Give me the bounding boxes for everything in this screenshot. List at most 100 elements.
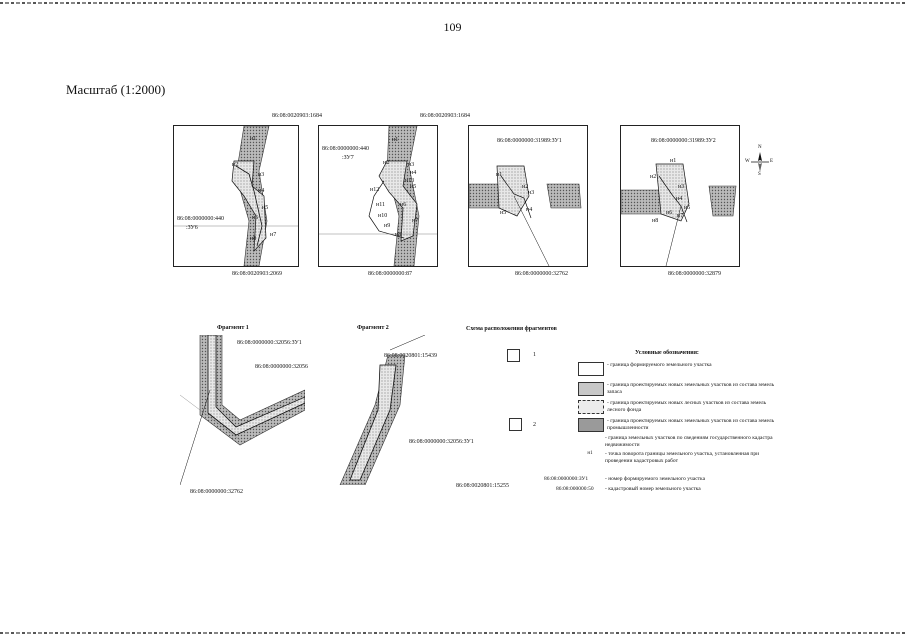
legend: - граница формируемого земельного участк… (578, 362, 778, 467)
map-4-point-label: н6 (666, 210, 673, 216)
legend-text: - граница проектируемых новых земельных … (607, 382, 775, 395)
legend-text: - точка поворота границы земельного учас… (605, 451, 760, 464)
scheme-title: Схема расположения фрагментов (466, 326, 557, 332)
legend-symbol (578, 382, 604, 396)
map-2-point-label: н13 (405, 178, 415, 184)
legend-title: Условные обозначения: (635, 350, 699, 356)
map-2-point-label: н9 (384, 223, 391, 229)
map-2-point-label: н7 (412, 218, 419, 224)
map-1-point-label: н4 (258, 188, 265, 194)
legend-item: - граница земельных участков по сведения… (578, 435, 778, 448)
map-4-point-label: н7 (677, 213, 684, 219)
map-4-point-label: н2 (650, 174, 657, 180)
map-4-drawing (621, 163, 737, 266)
map-3-point-label: н5 (500, 210, 507, 216)
compass-w: W (745, 159, 750, 164)
fragment-2-label-3: 86:08:0020801:15255 (456, 483, 510, 489)
legend-key-point: н1 (587, 451, 593, 456)
scan-edge-bottom (0, 632, 905, 634)
map-2-point-label: н4 (410, 170, 417, 176)
fragment-2-label-2: 86:08:0000000:32056:ЗУ1 (409, 439, 474, 445)
map-4-point-label: н4 (676, 196, 683, 202)
map-3-drawing (469, 165, 582, 266)
fragment-2-label-1: 86:08:0020801:15439 (384, 353, 438, 359)
map-2-label-1: 86:08:0020903:1684 (420, 113, 471, 119)
legend-text: - граница формируемого земельного участк… (607, 362, 712, 368)
legend-item: - граница проектируемых новых земельных … (578, 418, 778, 432)
legend-symbol (578, 418, 604, 432)
map-3-point-label: н1 (496, 172, 503, 178)
map-4 (620, 125, 740, 267)
fragment-1-drawing (179, 334, 306, 486)
map-1-point-label: н6 (252, 215, 259, 221)
map-2-point-label: н6 (400, 202, 407, 208)
legend-key-cad: 86:08:000000:50 (556, 486, 594, 492)
legend-text: - граница земельных участков по сведения… (605, 435, 773, 448)
map-4-point-label: н1 (670, 158, 677, 164)
fragment-1-title: Фрагмент 1 (217, 325, 249, 331)
page-number: 109 (443, 20, 462, 34)
map-3-label-1: 86:08:0000000:31989:ЗУ1 (497, 138, 562, 144)
map-2-drawing (319, 126, 437, 266)
map-2-label-2: 86:08:0000000:440 (322, 146, 370, 152)
map-2-point-label: н8 (395, 232, 402, 238)
scheme-box-2 (509, 418, 522, 431)
map-3 (468, 125, 588, 267)
map-2-label-4: 86:08:0000000:87 (368, 271, 413, 277)
map-3-label-2: 86:08:0000000:32762 (515, 271, 569, 277)
map-1-point-label: н7 (270, 232, 277, 238)
compass-rose-icon: N S W E (745, 145, 774, 177)
map-4-label-2: 86:08:0000000:32879 (668, 271, 722, 277)
legend-text: - кадастровый номер земельного участка (605, 486, 701, 492)
map-2 (318, 125, 438, 267)
legend-item: - граница формируемого земельного участк… (578, 362, 778, 376)
map-1-label-1: 86:08:0020903:1684 (272, 113, 323, 119)
compass-e: E (770, 159, 774, 164)
map-1-point-label: н5 (262, 205, 269, 211)
map-1-point-label: н2 (232, 162, 239, 168)
map-4-point-label: н3 (678, 184, 685, 190)
legend-text: - граница проектируемых новых земельных … (607, 418, 775, 431)
fragment-2-title: Фрагмент 2 (357, 325, 389, 331)
map-3-point-label: н2 (522, 184, 529, 190)
map-1-label-3: :ЗУ6 (186, 225, 198, 231)
legend-item: - граница проектируемых новых лесных уча… (578, 400, 778, 414)
legend-symbol (578, 435, 602, 445)
compass-s: S (758, 172, 761, 177)
map-2-point-label: н12 (370, 187, 380, 193)
map-3-point-label: н4 (526, 207, 533, 213)
fragment-2 (330, 334, 440, 486)
fragment-1-label-2: 86:08:0000000:32056 (255, 364, 309, 370)
map-2-point-label: н3 (408, 162, 415, 168)
legend-item: - граница проектируемых новых земельных … (578, 382, 778, 396)
map-1-drawing (174, 126, 298, 266)
map-4-point-label: н5 (684, 205, 691, 211)
map-4-point-label: н8 (652, 218, 659, 224)
legend-key-zu: 86:08:0000000:ЗУ1 (544, 476, 589, 482)
map-1-label-4: 86:08:0020903:2069 (232, 271, 283, 277)
map-1-point-label: н1 (250, 136, 257, 142)
map-2-point-label: н10 (378, 213, 388, 219)
fragment-1-label-3: 86:08:0000000:32762 (190, 489, 244, 495)
legend-item: н1 - точка поворота границы земельного у… (578, 451, 778, 464)
map-1-label-2: 86:08:0000000:440 (177, 216, 225, 222)
map-3-point-label: н3 (528, 190, 535, 196)
map-2-point-label: н11 (376, 202, 385, 208)
map-1-point-label: н3 (258, 172, 265, 178)
map-2-point-label: н1 (392, 137, 399, 143)
map-1-point-label: н8 (250, 236, 257, 242)
legend-symbol (578, 362, 604, 376)
map-2-point-label: н5 (410, 184, 417, 190)
scheme-item-1: 1 (533, 352, 536, 358)
scale-label: Масштаб (1:2000) (66, 82, 166, 97)
map-2-label-3: :ЗУ7 (342, 155, 354, 161)
scheme-item-2: 2 (533, 422, 536, 428)
map-1 (173, 125, 299, 267)
scan-edge-top (0, 2, 905, 4)
compass-n: N (758, 145, 762, 150)
map-2-point-label: н2 (383, 160, 390, 166)
map-4-label-1: 86:08:0000000:31989:ЗУ2 (651, 138, 716, 144)
legend-symbol (578, 400, 604, 414)
scheme-box-1 (507, 349, 520, 362)
fragment-1-label-1: 86:08:0000000:32056:ЗУ1 (237, 340, 302, 346)
